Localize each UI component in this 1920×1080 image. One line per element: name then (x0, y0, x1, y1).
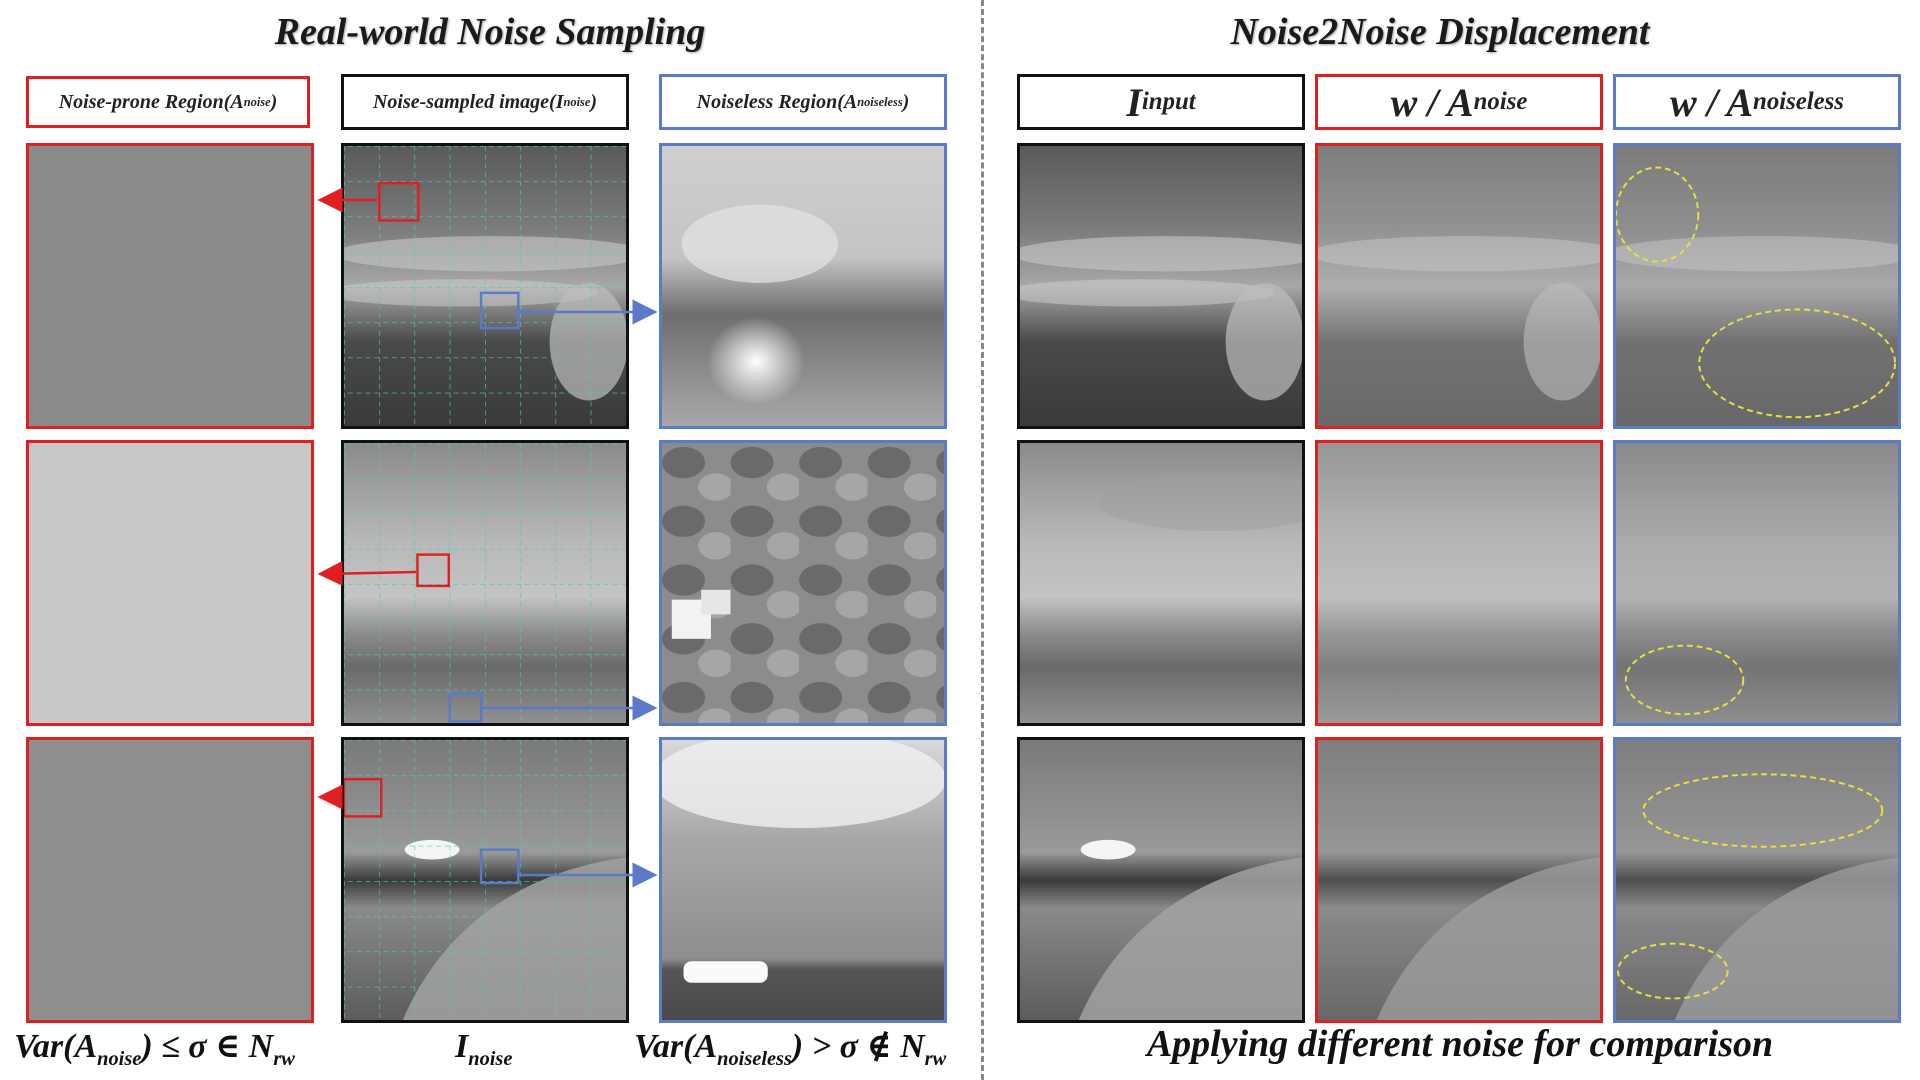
input-image-3 (1017, 737, 1305, 1023)
noiseless-patch-1 (659, 143, 947, 429)
noiseless-patch-3 (659, 737, 947, 1023)
noise-sampled-image-2 (341, 440, 629, 726)
input-image-2 (1017, 440, 1305, 726)
output-with-noise-2 (1315, 440, 1603, 726)
comparison-caption: Applying different noise for comparison (1146, 1023, 1774, 1065)
output-with-noiseless-2 (1613, 440, 1901, 726)
noiseless-patch-2 (659, 440, 947, 726)
formula-var-noise: Var(Anoise) ≤ σ ∈ Nrw (14, 1028, 295, 1070)
highlight-ellipse (1616, 942, 1729, 1000)
right-title: Noise2Noise Displacement (1230, 11, 1650, 53)
output-with-noise-3 (1315, 737, 1603, 1023)
highlight-ellipse (1698, 308, 1897, 419)
highlight-ellipse (1642, 773, 1884, 848)
formula-i-noise: Inoise (455, 1028, 513, 1070)
noise-prone-patch-3 (26, 737, 314, 1023)
formula-var-noiseless: Var(Anoiseless) > σ ∉ Nrw (634, 1028, 947, 1070)
noise-sampled-image-3 (341, 737, 629, 1023)
noise-sampled-image-1 (341, 143, 629, 429)
section-divider (981, 0, 984, 1080)
output-with-noiseless-1 (1613, 143, 1901, 429)
input-image-1 (1017, 143, 1305, 429)
noise-prone-patch-1 (26, 143, 314, 429)
highlight-ellipse (1616, 166, 1700, 263)
highlight-ellipse (1624, 644, 1745, 716)
output-with-noise-1 (1315, 143, 1603, 429)
output-with-noiseless-3 (1613, 737, 1901, 1023)
left-title: Real-world Noise Sampling (274, 11, 706, 53)
noise-prone-patch-2 (26, 440, 314, 726)
